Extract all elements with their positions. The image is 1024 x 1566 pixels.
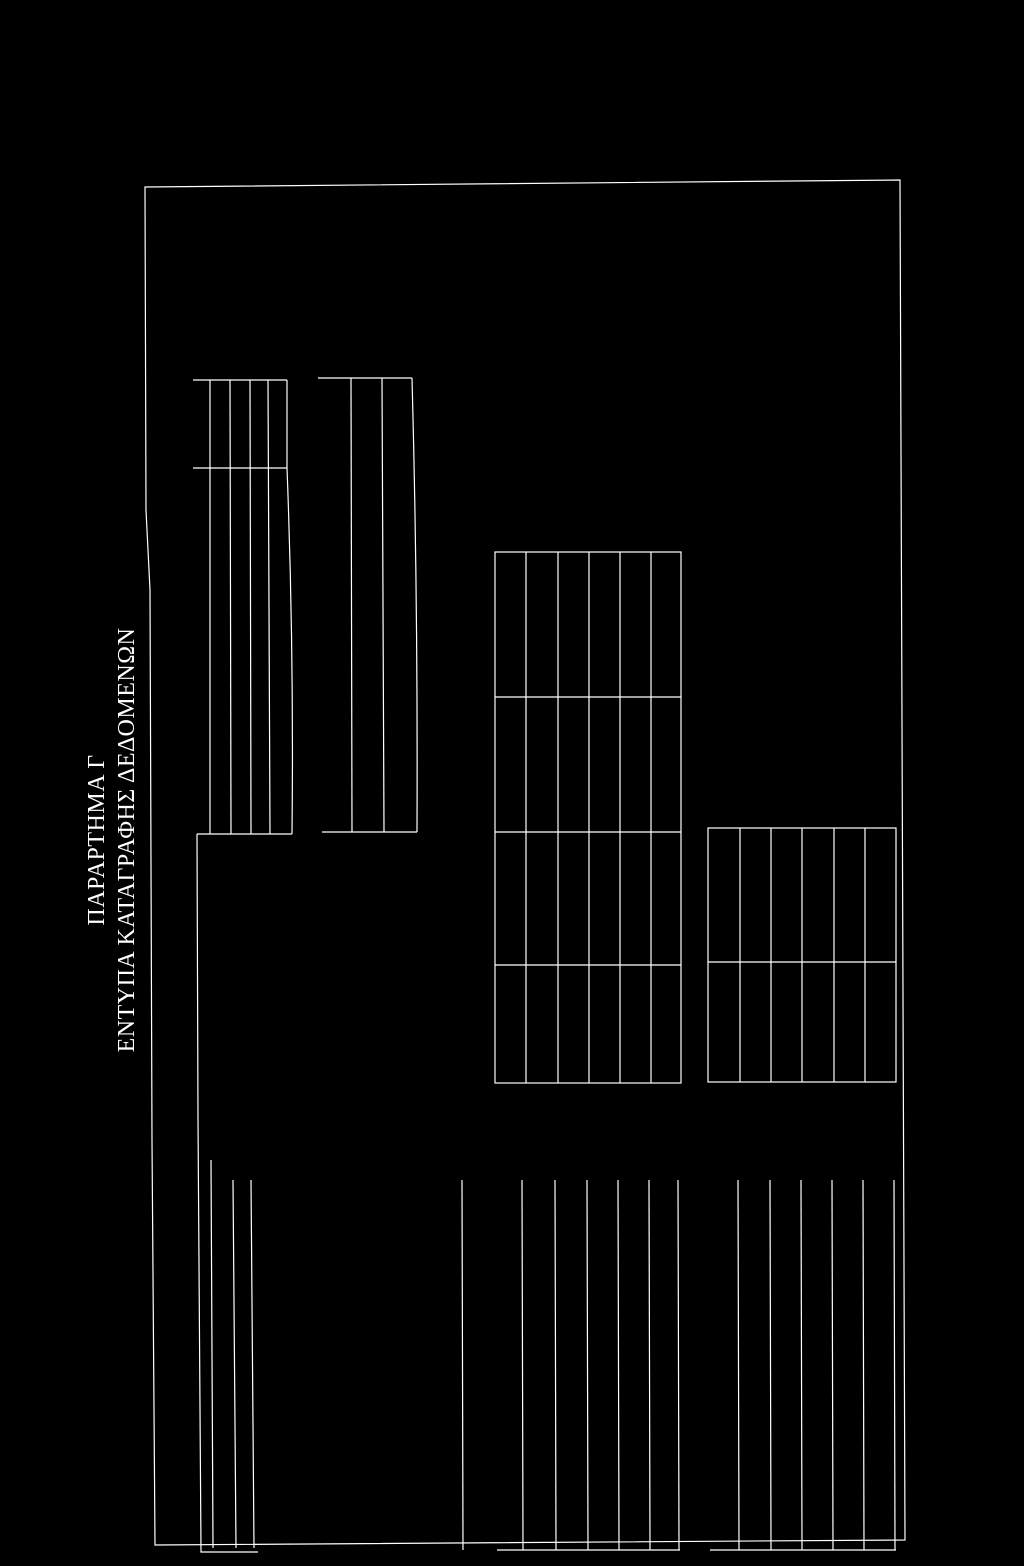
table-lower-right-grid [707, 827, 897, 1083]
table-top-right [318, 377, 418, 833]
left-long-lines [196, 833, 258, 1553]
bottom-right-lines [710, 1179, 896, 1551]
table-middle-grid [494, 551, 682, 1084]
form-frame [144, 179, 906, 1546]
table-top-left [193, 379, 294, 835]
bottom-middle-lines [461, 1179, 680, 1551]
